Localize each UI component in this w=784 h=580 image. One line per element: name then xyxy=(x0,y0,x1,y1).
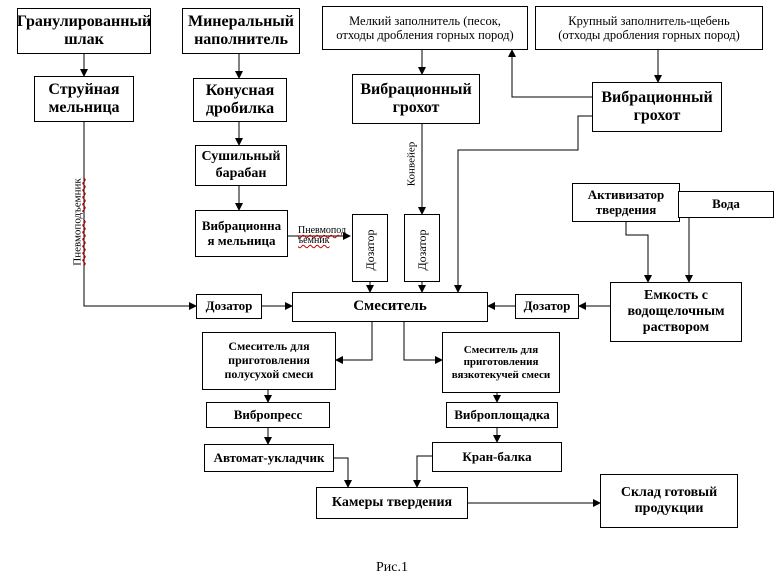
node-cone-crusher: Конусная дробилка xyxy=(193,78,287,122)
node-coarse-aggregate: Крупный заполнитель-щебень (отходы дробл… xyxy=(535,6,763,50)
node-dryer-drum: Сушильный барабан xyxy=(195,145,287,186)
node-dosing-left: Дозатор xyxy=(196,294,262,319)
arrow-activator-to-tank xyxy=(625,222,652,283)
node-curing-chambers: Камеры твердения xyxy=(316,487,468,519)
node-mixer: Смеситель xyxy=(292,292,488,322)
node-vibro-mill: Вибрационна я мельница xyxy=(195,210,288,257)
node-alkali-tank: Емкость с водощелочным раствором xyxy=(610,282,742,342)
node-auto-stacker: Автомат-укладчик xyxy=(204,444,334,472)
node-dosing-1 xyxy=(352,214,388,282)
pneumo-lift-small-label: Пневмопод ъемник xyxy=(298,225,347,246)
node-vibro-screen-1: Вибрационный грохот xyxy=(352,74,480,124)
node-crane-beam: Кран-балка xyxy=(432,442,562,472)
node-mixer-semidry: Смеситель для приготовления полусухой см… xyxy=(202,332,336,390)
pneumo-lift-label: Пневмоподъемник xyxy=(71,178,84,266)
node-vibro-screen-2: Вибрационный грохот xyxy=(592,82,722,132)
node-vibropress: Вибропресс xyxy=(206,402,330,428)
node-dosing-2 xyxy=(404,214,440,282)
arrow-jetmill-to-dosing-left xyxy=(83,122,197,310)
node-vibro-platform: Виброплощадка xyxy=(446,402,558,428)
arrow-crane-to-curing xyxy=(413,455,432,488)
dosing-1-label: Дозатор xyxy=(363,229,377,271)
arrow-screen2-to-fine xyxy=(508,49,592,98)
node-activator: Активизатор твердения xyxy=(572,183,680,222)
arrow-screen2-to-mixer xyxy=(454,115,592,293)
dosing-2-label: Дозатор xyxy=(415,229,429,271)
node-jet-mill: Струйная мельница xyxy=(34,76,134,122)
figure-caption: Рис.1 xyxy=(376,560,408,575)
node-mixer-viscous: Смеситель для приготовления вязкотекучей… xyxy=(442,332,560,393)
node-mineral-filler: Минеральный наполнитель xyxy=(182,8,300,54)
node-finished-goods: Склад готовый продукции xyxy=(600,474,738,528)
node-fine-aggregate: Мелкий заполнитель (песок, отходы дробле… xyxy=(322,6,528,50)
arrow-mixer-to-viscous xyxy=(403,322,443,364)
node-granular-slag: Гранулированный шлак xyxy=(17,8,151,54)
node-dosing-right: Дозатор xyxy=(515,294,579,319)
conveyor-label: Конвейер xyxy=(405,141,418,187)
node-water: Вода xyxy=(678,191,774,218)
arrow-stacker-to-curing xyxy=(334,457,352,488)
arrow-mixer-to-semidry xyxy=(335,322,373,364)
